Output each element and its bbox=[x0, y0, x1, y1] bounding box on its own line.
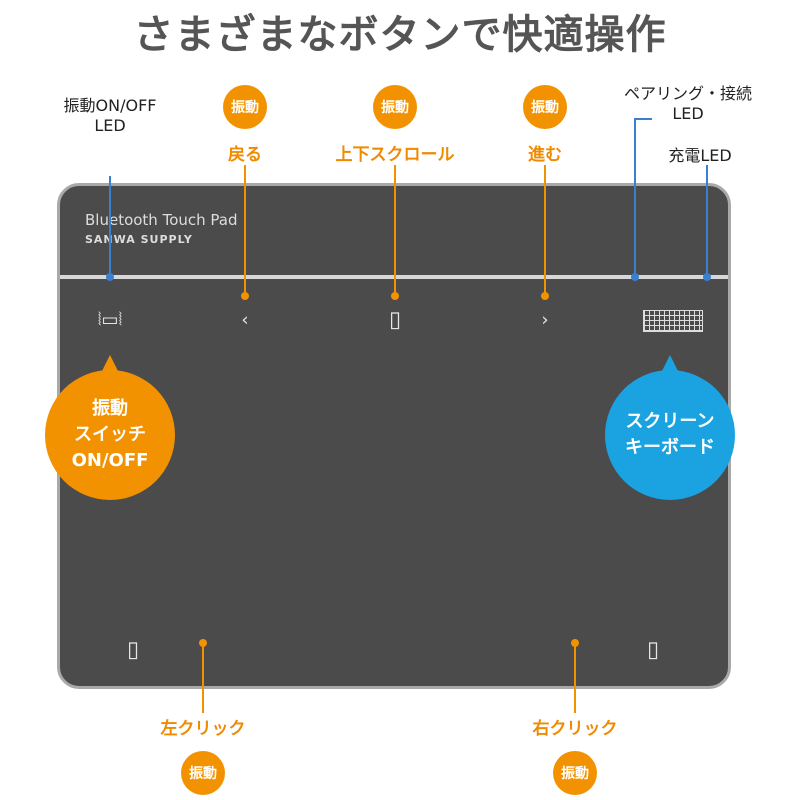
vibrate-badge: 振動 bbox=[223, 85, 267, 129]
vibration-icon[interactable]: ⦚▭⦚ bbox=[97, 309, 123, 331]
callout-line: キーボード bbox=[625, 437, 715, 458]
back-label: 戻る bbox=[228, 145, 262, 165]
callout-pointer bbox=[101, 355, 119, 373]
callout-pointer bbox=[661, 355, 679, 373]
leader-line bbox=[634, 118, 652, 120]
vibrate-badge: 振動 bbox=[373, 85, 417, 129]
leader-line bbox=[634, 118, 636, 277]
right-click-label: 右クリック bbox=[532, 719, 618, 739]
mouse-icon[interactable]: ▯ bbox=[388, 307, 402, 333]
left-click-label: 左クリック bbox=[160, 719, 246, 739]
left-click-mouse-icon[interactable]: ▯ bbox=[126, 637, 140, 663]
label-line: LED bbox=[672, 104, 704, 123]
leader-line bbox=[574, 643, 576, 713]
vibrate-badge: 振動 bbox=[553, 751, 597, 795]
leader-line bbox=[544, 165, 546, 296]
callout-line: 振動 bbox=[92, 398, 128, 419]
keyboard-icon[interactable] bbox=[643, 310, 703, 332]
led-dot bbox=[703, 273, 711, 281]
led-dot bbox=[106, 273, 114, 281]
vibrate-badge: 振動 bbox=[181, 751, 225, 795]
leader-line bbox=[244, 165, 246, 296]
label-line: LED bbox=[94, 116, 126, 135]
back-chevron-icon[interactable]: ‹ bbox=[241, 309, 249, 331]
leader-line bbox=[202, 643, 204, 713]
callout-line: ON/OFF bbox=[71, 450, 149, 471]
leader-line bbox=[394, 165, 396, 296]
pad-brand: SANWA SUPPLY bbox=[85, 233, 193, 246]
scroll-label: 上下スクロール bbox=[335, 145, 455, 165]
label-line: ペアリング・接続 bbox=[623, 84, 753, 103]
page-title: さまざまなボタンで快適操作 bbox=[133, 12, 667, 58]
led-dot bbox=[631, 273, 639, 281]
screen-keyboard-callout: スクリーンキーボード bbox=[605, 370, 735, 500]
forward-label: 進む bbox=[528, 145, 562, 165]
leader-line bbox=[706, 165, 708, 277]
button-dot bbox=[541, 292, 549, 300]
forward-chevron-icon[interactable]: › bbox=[541, 309, 549, 331]
pad-product-name: Bluetooth Touch Pad bbox=[85, 211, 238, 229]
right-click-mouse-icon[interactable]: ▯ bbox=[646, 637, 660, 663]
vibrate-badge: 振動 bbox=[523, 85, 567, 129]
button-dot bbox=[391, 292, 399, 300]
callout-line: スクリーン bbox=[625, 411, 715, 432]
leader-line bbox=[109, 176, 111, 277]
label-line: 振動ON/OFF bbox=[63, 96, 157, 115]
callout-line: スイッチ bbox=[74, 424, 146, 445]
charge-led-label: 充電LED bbox=[668, 146, 732, 165]
button-dot bbox=[241, 292, 249, 300]
vibration-switch-callout: 振動スイッチ ON/OFF bbox=[45, 370, 175, 500]
